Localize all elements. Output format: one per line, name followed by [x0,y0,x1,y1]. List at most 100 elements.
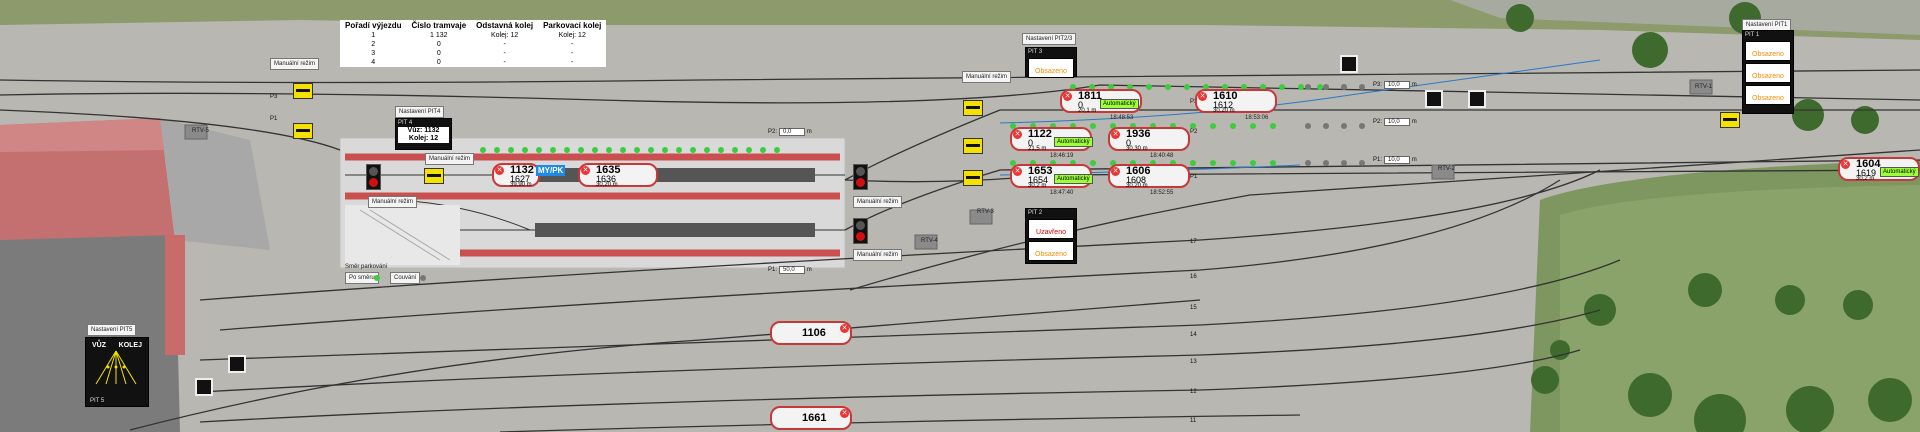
switch-indicator-right-1[interactable] [963,100,983,116]
tram-number: 1635 [596,164,621,176]
pit1-box-p2: P2 Obsazeno [1745,63,1791,83]
remove-tram-icon[interactable]: ✕ [1013,130,1022,139]
pit5-track-diagram-icon [95,350,137,385]
direction-reverse-button[interactable]: Couvání [390,272,421,284]
tram-number: 1936 [1126,128,1151,140]
pit3-status-box: P2-hala Obsazeno [1028,58,1074,78]
pit4-panel[interactable]: PIT 4 Vůz: 1132 Kolej: 12 [395,118,452,150]
manual-mode-button-2[interactable]: Manuální režim [425,153,475,165]
occupancy-dot [1305,160,1311,166]
cell: - [503,59,506,66]
manual-mode-button-5[interactable]: Manuální režim [853,249,903,261]
switch-indicator-hall[interactable] [424,168,444,184]
timestamp-1122: 18:46:19 [1050,153,1074,159]
settings-pit4-button[interactable]: Nastavení PIT4 [395,106,445,118]
occupancy-dot [1323,160,1329,166]
track-p1-right: P1:10,0 m [1373,156,1417,164]
switch-indicator-p3[interactable] [293,83,313,99]
pit1-title: PIT 1 [1745,32,1760,38]
direction-forward-button[interactable]: Po směru [345,272,379,284]
col-header-tram: Číslo tramvaje [411,21,467,30]
occupancy-dot [774,147,780,153]
remove-tram-icon[interactable]: ✕ [1013,167,1022,176]
occupancy-dot [1359,84,1365,90]
switch-indicator-right-2[interactable] [963,138,983,154]
cell: Kolej: 12 [491,32,519,39]
manual-mode-button-4[interactable]: Manuální režim [853,196,903,208]
occupancy-dot [1030,160,1036,166]
pit5-track-label: KOLEJ [118,342,142,349]
tram-1606[interactable]: ✕ 1606 1608 30,20 m [1108,164,1190,189]
occupancy-dot [1110,123,1116,129]
pit1-panel[interactable]: PIT 1 P1 Obsazeno P2 Obsazeno P3 Obsazen… [1742,30,1794,114]
col-header-storage: Odstavná kolej [476,21,534,30]
svg-text:11: 11 [1190,418,1197,424]
tram-1936[interactable]: ✕ 1936 0 30,30 m [1108,127,1190,152]
switch-indicator-right-4[interactable] [1720,112,1740,128]
manual-mode-button-1[interactable]: Manuální režim [270,58,320,70]
settings-pit23-button[interactable]: Nastavení PIT2/3 [1022,33,1077,45]
switch-indicator-right-3[interactable] [963,170,983,186]
occupancy-dot [1090,160,1096,166]
occupancy-dot [1241,84,1247,90]
occupancy-dot [1359,123,1365,129]
manual-mode-button-6[interactable]: Manuální režim [962,71,1012,83]
tram-number: 1604 [1856,158,1881,170]
pit3-state: Obsazeno [1035,68,1067,75]
occupancy-dot [522,147,528,153]
settings-pit5-button[interactable]: Nastavení PIT5 [87,324,137,336]
pit3-panel[interactable]: PIT 3 P2-hala Obsazeno [1025,47,1077,78]
pit4-track: Kolej: 12 [408,135,439,142]
remove-tram-icon[interactable]: ✕ [1111,130,1120,139]
cell: - [571,59,574,66]
occupancy-dot [1222,84,1228,90]
marker-square [1425,90,1443,108]
remove-tram-icon[interactable]: ✕ [1198,92,1207,101]
occupancy-dot [1260,84,1266,90]
tram-number: 1606 [1126,165,1151,177]
tram-second-number: 1636 [596,174,617,184]
mode-badge-1653: Automatický [1054,174,1093,184]
remove-tram-icon[interactable]: ✕ [840,409,849,418]
pit1-box-p3: P3 Obsazeno [1745,85,1791,105]
remove-tram-icon[interactable]: ✕ [1063,92,1072,101]
tram-1132[interactable]: ✕ 1132 1627 39,90 m [492,163,540,188]
occupancy-dot [494,147,500,153]
remove-tram-icon[interactable]: ✕ [840,324,849,333]
svg-text:12: 12 [1190,389,1197,395]
tram-1661[interactable]: ✕ 1661 [770,406,852,430]
marker-square [195,378,213,396]
tram-1635[interactable]: ✕ 1635 1636 30,20 m [578,163,658,188]
tram-1610[interactable]: ✕ 1610 1612 30,20 m [1195,89,1277,114]
switch-indicator-p1[interactable] [293,123,313,139]
occupancy-dot [1050,123,1056,129]
pit5-panel[interactable]: VŮZ KOLEJ PIT 5 [85,337,149,407]
svg-text:P3: P3 [270,94,278,100]
tram-number: 1106 [802,327,826,339]
remove-tram-icon[interactable]: ✕ [1841,160,1850,169]
tram-1653[interactable]: ✕ 1653 1654 30,2 m [1010,164,1092,189]
table-row: 1 1 132 Kolej: 12 Kolej: 12 [340,31,606,40]
remove-tram-icon[interactable]: ✕ [1111,167,1120,176]
pit2-panel[interactable]: PIT 2 P1-hala Uzavřeno P2-hala Obsazeno [1025,208,1077,264]
timestamp-1936: 18:40:48 [1150,153,1174,159]
pit1-p3-state: Obsazeno [1752,95,1784,102]
track-p1-right-value: 10,0 [1384,156,1411,164]
occupancy-dot [1110,160,1116,166]
tram-length: 30,30 m [1126,146,1148,152]
occupancy-dot [1010,160,1016,166]
remove-tram-icon[interactable]: ✕ [495,166,504,175]
manual-mode-button-3[interactable]: Manuální režim [368,196,418,208]
remove-tram-icon[interactable]: ✕ [581,166,590,175]
tram-1106[interactable]: ✕ 1106 [770,321,852,345]
tram-number: 1653 [1028,165,1053,177]
timestamp-1653: 18:47:40 [1050,190,1074,196]
mode-badge-1604: Automatický [1880,167,1919,177]
occupancy-dot [1090,123,1096,129]
tram-second-number: 1619 [1856,168,1877,178]
occupancy-dot [1050,160,1056,166]
track-p1-left: P1:50,0 m [768,266,812,274]
tram-length: 30,20 m [596,182,618,188]
occupancy-dot [536,147,542,153]
pit3-title: PIT 3 [1028,49,1043,55]
